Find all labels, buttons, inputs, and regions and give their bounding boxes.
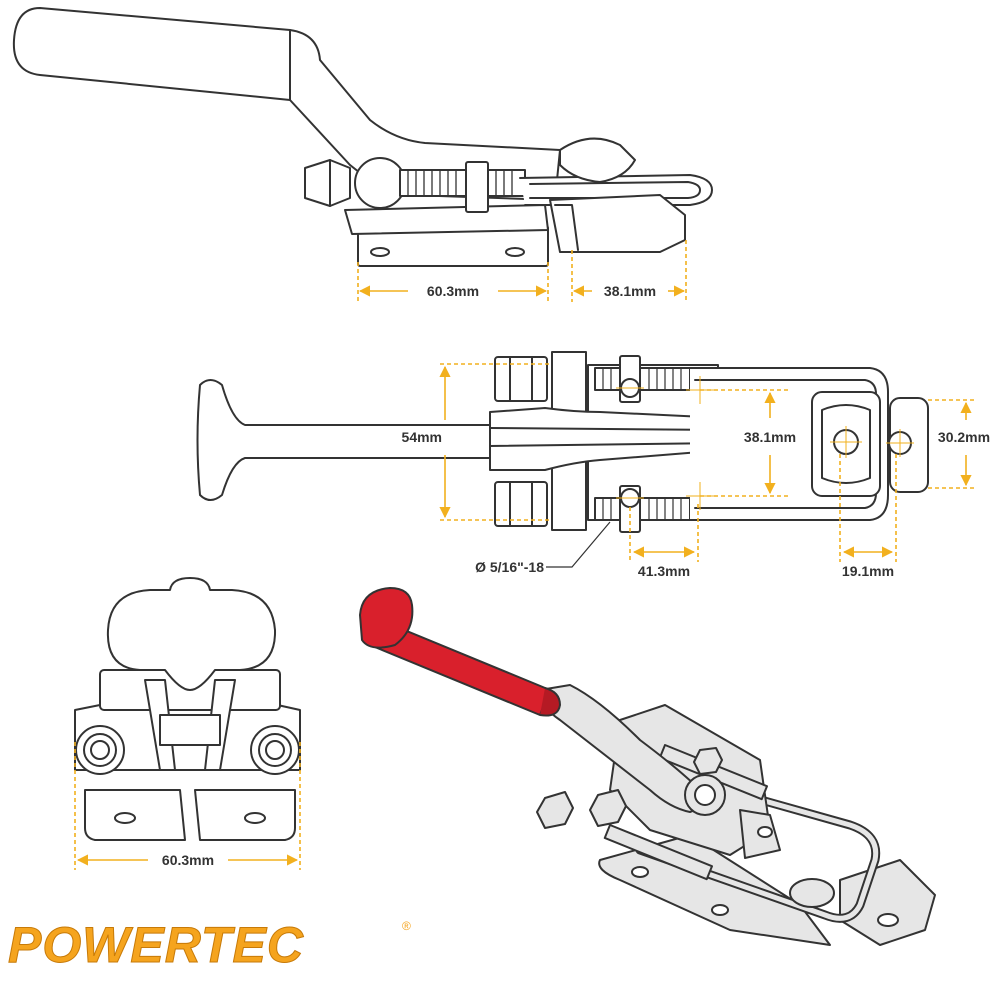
end-view-dimensions	[74, 742, 301, 870]
thread-callout-leader	[546, 521, 611, 568]
end-dim-base-label: 60.3mm	[162, 852, 214, 868]
side-view-hex-nut	[304, 159, 351, 207]
top-dim-catch-label: 30.2mm	[938, 429, 990, 445]
end-view-base-left	[84, 789, 186, 841]
top-view-nut-top	[494, 356, 548, 402]
end-view-base-right	[194, 789, 296, 841]
side-view-drawing	[12, 7, 713, 267]
brand-logo: POWERTEC ®	[8, 917, 412, 974]
side-dim-hook-label: 38.1mm	[604, 283, 656, 299]
brand-logo-text: POWERTEC	[8, 917, 304, 973]
end-view-handle-cap	[106, 577, 277, 691]
render-base-plate	[598, 834, 831, 946]
top-view-drawing	[196, 351, 929, 533]
end-view-nut-right	[250, 725, 300, 775]
top-dim-depth-label: 19.1mm	[842, 563, 894, 579]
top-dim-width-label: 54mm	[402, 429, 442, 445]
end-view-drawing	[74, 577, 301, 841]
clamp-3d-render	[536, 684, 936, 946]
top-view-dimensions	[439, 363, 975, 562]
top-dim-travel-label: 41.3mm	[638, 563, 690, 579]
side-view-pivot	[354, 157, 406, 209]
top-view-nut-bottom	[494, 481, 548, 527]
side-view-saddle	[559, 137, 636, 183]
side-dim-base-label: 60.3mm	[427, 283, 479, 299]
brand-registered-mark: ®	[402, 919, 411, 933]
end-view-nut-left	[75, 725, 125, 775]
top-view-bolt-top	[594, 367, 691, 391]
side-view-dimensions	[357, 240, 687, 302]
side-view-threaded-rod	[399, 169, 526, 197]
top-view-t-handle	[196, 379, 491, 501]
render-saddle	[789, 878, 835, 908]
top-dim-bolt-label: 38.1mm	[744, 429, 796, 445]
side-view-catch-plate	[549, 194, 686, 253]
render-bolt-lower	[603, 824, 713, 881]
top-view-bolt-bottom	[594, 497, 691, 521]
render-catch-plate	[839, 859, 936, 946]
render-handle-grip	[359, 587, 561, 717]
thread-callout-label: Ø 5/16"-18	[475, 559, 544, 575]
